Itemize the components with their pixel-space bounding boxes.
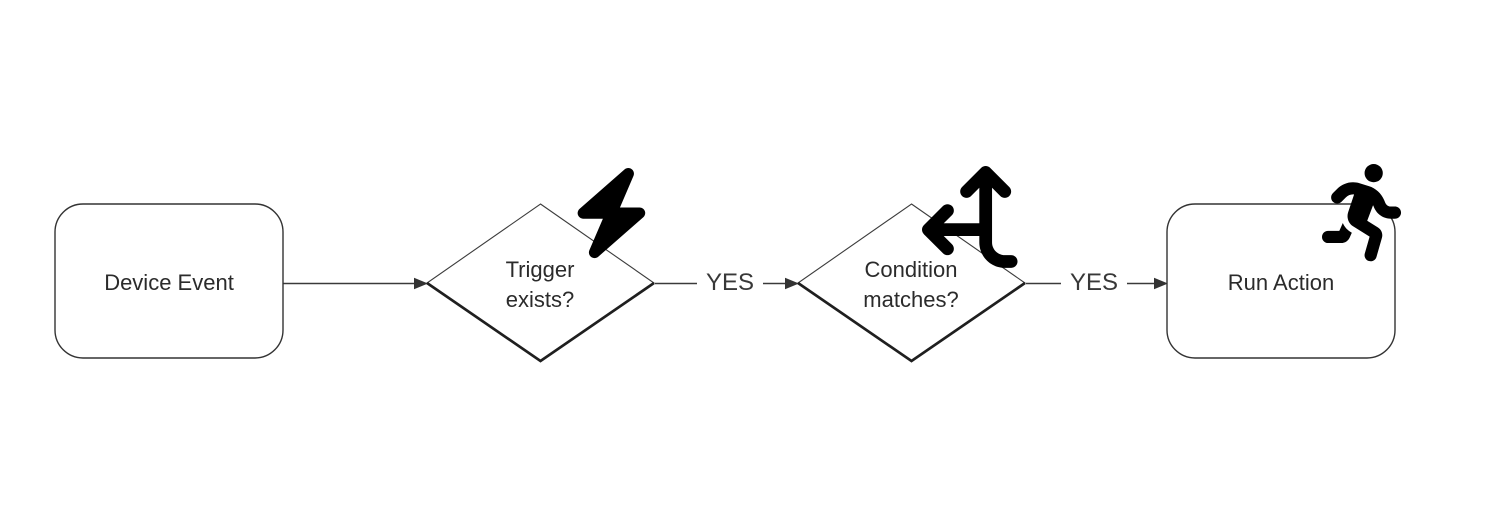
diamond-bottom-edge bbox=[426, 281, 655, 363]
lightning-bolt-icon bbox=[577, 167, 646, 259]
arrowhead-icon bbox=[1154, 277, 1168, 290]
edge-trigger-exists-to-condition-matches bbox=[655, 277, 799, 290]
edge-condition-matches-to-run-action bbox=[1026, 277, 1168, 290]
person-running-icon bbox=[1322, 164, 1402, 262]
split-arrows-icon bbox=[922, 165, 1018, 268]
arrowhead-icon bbox=[414, 277, 428, 290]
arrowhead-icon bbox=[785, 277, 799, 290]
node-trigger-exists-shape bbox=[426, 203, 655, 363]
node-device-event-shape bbox=[54, 203, 284, 359]
edge-device-event-to-trigger-exists bbox=[283, 277, 428, 290]
diamond-bottom-edge bbox=[797, 281, 1026, 363]
